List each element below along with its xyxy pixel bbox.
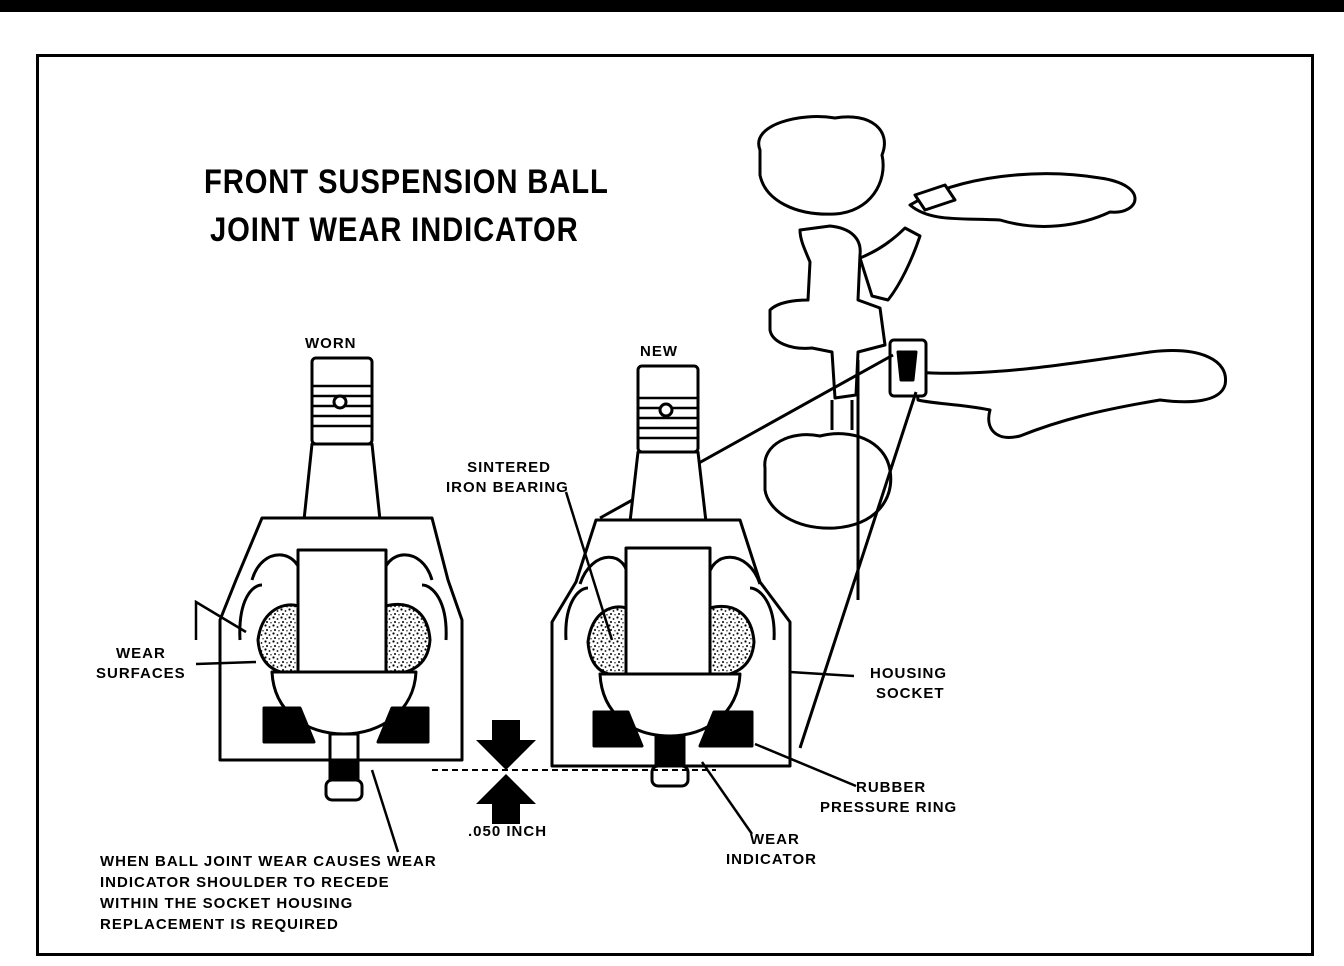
wear-surfaces-label-line-1: WEAR: [116, 645, 166, 662]
gap-measurement-label: .050 INCH: [468, 823, 548, 840]
new-ball-joint: [550, 364, 792, 788]
worn-stem: [296, 548, 388, 674]
new-label: NEW: [640, 343, 678, 360]
diagram-frame: [36, 54, 1314, 956]
title-line-1: FRONT SUSPENSION BALL: [204, 163, 609, 201]
coil-spring-bottom: [763, 432, 893, 530]
wear-indicator-label-line-2: INDICATOR: [726, 851, 817, 868]
top-border-bar: [0, 0, 1344, 12]
new-stem: [624, 546, 712, 676]
note-line-2: INDICATOR SHOULDER TO RECEDE: [100, 874, 390, 891]
steering-knuckle: [768, 224, 887, 400]
worn-rubber-ring: [262, 706, 316, 744]
wear-indicator-label-line-1: WEAR: [750, 831, 800, 848]
upper-arm-bracket: [913, 183, 957, 212]
worn-stud-taper: [302, 442, 382, 522]
housing-socket-label-line-1: HOUSING: [870, 665, 948, 682]
suspension-assembly: [757, 115, 1228, 530]
lower-control-arm: [913, 349, 1228, 439]
wear-surfaces-label-line-2: SURFACES: [96, 665, 186, 682]
rubber-ring-label-line-1: RUBBER: [856, 779, 927, 796]
new-rubber-ring: [592, 710, 644, 748]
new-indicator-nipple: [654, 734, 686, 768]
rubber-ring-label-line-2: PRESSURE RING: [820, 799, 958, 816]
arrow-up: [476, 774, 536, 824]
new-bearing-left: [586, 605, 628, 677]
new-stud-taper: [628, 450, 708, 524]
worn-bearing-left: [256, 603, 300, 675]
housing-socket-label-line-2: SOCKET: [876, 685, 945, 702]
worn-label: WORN: [305, 335, 357, 352]
note-line-4: REPLACEMENT IS REQUIRED: [100, 916, 339, 933]
arrow-down: [476, 720, 536, 770]
worn-ball-joint: [218, 356, 464, 802]
worn-indicator-nipple: [328, 758, 360, 782]
upper-control-arm: [908, 172, 1137, 228]
gap-arrows: [476, 720, 536, 824]
leader-lines: [194, 491, 857, 853]
note-line-1: WHEN BALL JOINT WEAR CAUSES WEAR: [100, 853, 437, 870]
steering-arm: [858, 226, 922, 302]
title-line-2: JOINT WEAR INDICATOR: [210, 211, 579, 249]
sintered-label-line-1: SINTERED: [467, 459, 551, 476]
sintered-label-line-2: IRON BEARING: [446, 479, 569, 496]
coil-spring-top: [757, 115, 886, 216]
note-line-3: WITHIN THE SOCKET HOUSING: [100, 895, 354, 912]
lower-ball-joint-stud: [896, 350, 918, 382]
